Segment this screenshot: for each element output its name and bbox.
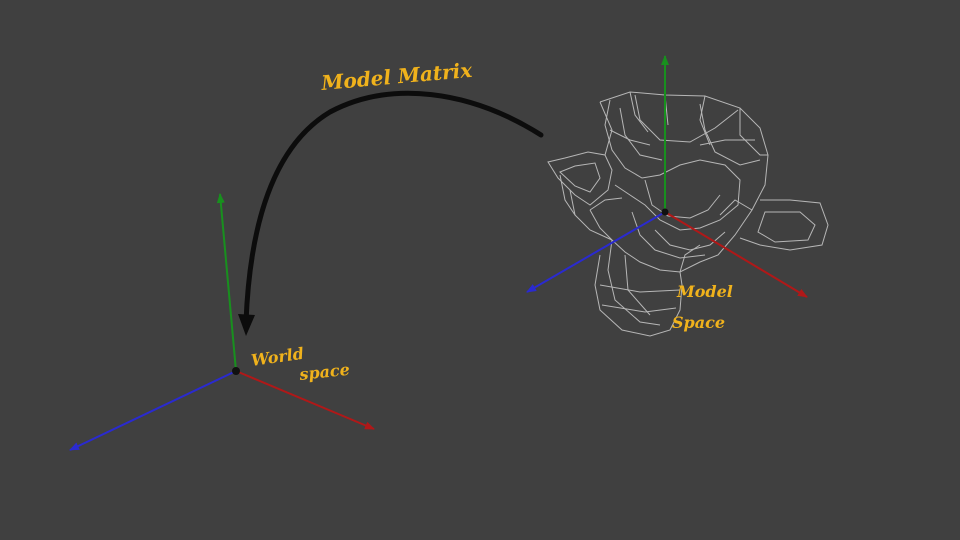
model-z-axis	[526, 211, 666, 293]
model-matrix-label: Model Matrix	[319, 58, 474, 95]
model-origin-dot	[661, 208, 669, 216]
curved-arrow-head	[238, 314, 255, 336]
curved-transform-arrow	[238, 90, 544, 336]
model-axes-gizmo	[526, 55, 808, 298]
model-space-label: Space	[672, 313, 725, 332]
world-axes-gizmo	[69, 193, 375, 451]
world-z-axis	[69, 370, 237, 451]
world-y-axis	[216, 193, 237, 372]
model-label: Model	[676, 282, 733, 301]
model-x-axis	[664, 211, 808, 298]
world-origin-dot	[232, 367, 240, 375]
world-label: World	[250, 344, 305, 370]
world-space-label: space	[297, 360, 350, 384]
world-x-axis	[235, 370, 375, 430]
